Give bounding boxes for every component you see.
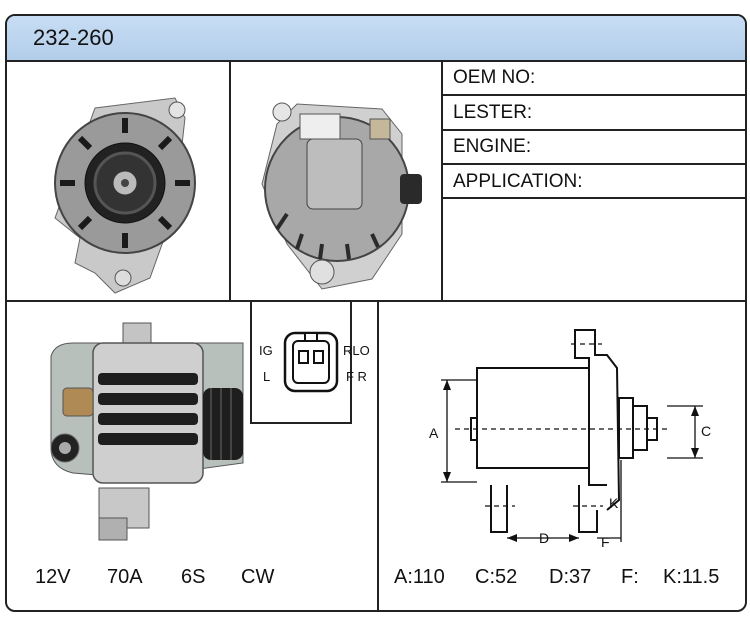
connector-box-bottom xyxy=(250,422,352,424)
info-row-line-4 xyxy=(441,197,745,199)
part-number: 232-260 xyxy=(33,25,114,50)
connector-rlo-label: RLO xyxy=(343,343,370,358)
connector-box-left xyxy=(250,300,252,424)
lester-label: LESTER: xyxy=(453,102,533,123)
connector-icon xyxy=(283,331,339,393)
engine-label: ENGINE: xyxy=(453,136,532,157)
dimension-f: F: xyxy=(621,566,639,588)
divider-bottom xyxy=(377,300,379,610)
dim-label-d: D xyxy=(539,530,549,546)
dimension-k: K:11.5 xyxy=(663,566,720,588)
connector-fr-label: F R xyxy=(346,369,367,384)
dimension-c: C:52 xyxy=(475,566,518,588)
alternator-rear-view xyxy=(261,102,422,290)
alternator-side-view xyxy=(50,322,244,541)
alternator-front-view xyxy=(54,97,196,294)
connector-l-label: L xyxy=(263,369,271,384)
connector-box-right xyxy=(350,300,352,424)
spec-pulley: 6S xyxy=(181,566,206,588)
info-row-line-1 xyxy=(441,94,745,96)
spec-amperage: 70A xyxy=(107,566,143,588)
header-bar: 232-260 xyxy=(7,16,745,62)
dimension-drawing: A C D F K xyxy=(429,329,711,550)
application-label: APPLICATION: xyxy=(453,171,583,192)
info-row-line-2 xyxy=(441,129,745,131)
spec-voltage: 12V xyxy=(35,566,71,588)
info-row-line-3 xyxy=(441,163,745,165)
dimension-a: A:110 xyxy=(394,566,445,588)
spec-sheet: 232-260 OEM NO: LESTER: ENGINE: APPLICAT… xyxy=(5,14,747,612)
dim-label-c: C xyxy=(701,423,711,439)
divider-top-1 xyxy=(229,60,231,301)
divider-top-2 xyxy=(441,60,443,301)
dim-label-a: A xyxy=(429,425,439,441)
oem-label: OEM NO: xyxy=(453,67,536,88)
dim-label-f: F xyxy=(601,534,610,550)
dimension-d: D:37 xyxy=(549,566,592,588)
spec-rotation: CW xyxy=(241,566,275,588)
connector-ig-label: IG xyxy=(259,343,273,358)
divider-middle-horizontal xyxy=(7,300,745,302)
dim-label-k: K xyxy=(609,495,619,511)
